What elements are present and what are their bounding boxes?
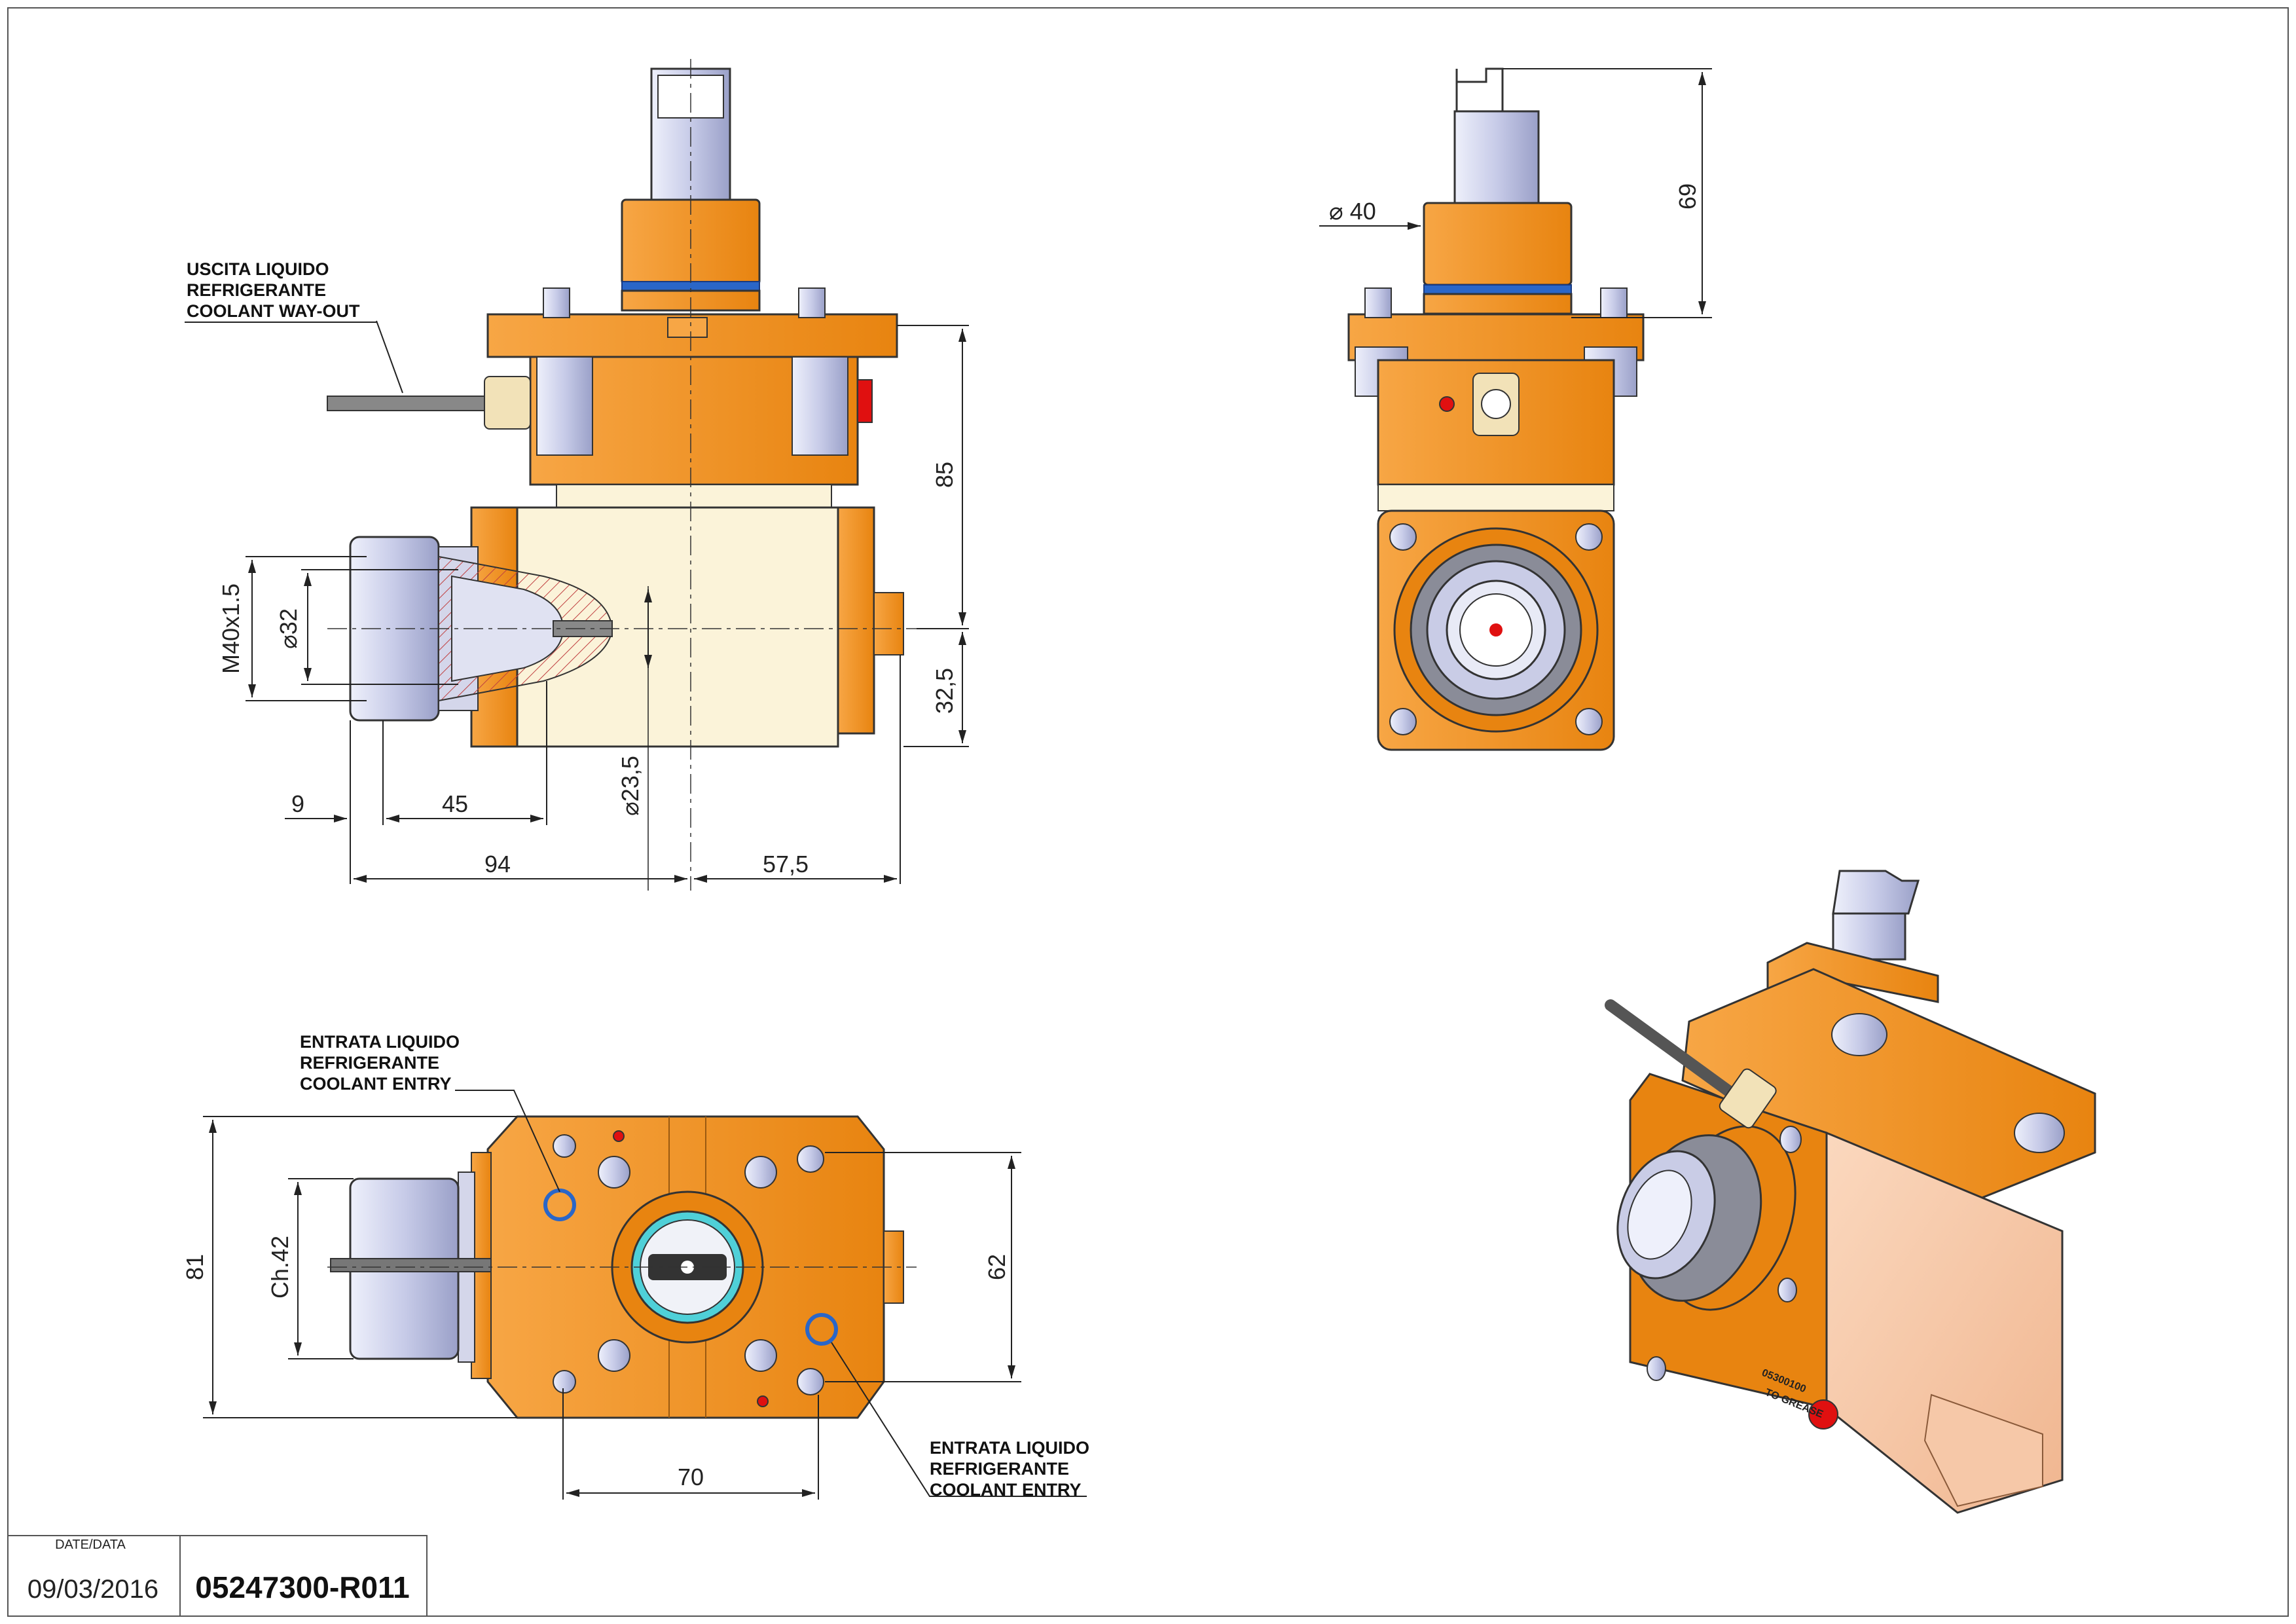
dim-ch42: Ch.42 [266, 1236, 293, 1299]
svg-text:COOLANT ENTRY: COOLANT ENTRY [300, 1074, 452, 1094]
sheet-border [7, 7, 2289, 1617]
svg-text:ENTRATA LIQUIDO: ENTRATA LIQUIDO [930, 1438, 1089, 1458]
dim-81: 81 [181, 1254, 208, 1280]
svg-text:ENTRATA LIQUIDO: ENTRATA LIQUIDO [300, 1032, 460, 1052]
label-coolant-entry-bottom: ENTRATA LIQUIDO REFRIGERANTE COOLANT ENT… [930, 1438, 1089, 1500]
dim-94: 94 [484, 851, 511, 877]
dim-70: 70 [678, 1464, 704, 1490]
dim-9: 9 [291, 790, 304, 817]
front-view [327, 59, 949, 891]
drawing-code: 05247300-R011 [195, 1570, 409, 1604]
svg-text:REFRIGERANTE: REFRIGERANTE [187, 280, 326, 300]
dim-32-5: 32,5 [931, 668, 958, 714]
side-dimensions [1319, 68, 1712, 318]
svg-text:REFRIGERANTE: REFRIGERANTE [300, 1053, 439, 1073]
svg-text:COOLANT ENTRY: COOLANT ENTRY [930, 1480, 1082, 1500]
front-dimensions [185, 320, 969, 891]
side-view [1347, 67, 1645, 751]
dim-d23-5: ⌀23,5 [617, 756, 644, 816]
dim-d40: ⌀ 40 [1329, 198, 1376, 225]
label-coolant-entry-top: ENTRATA LIQUIDO REFRIGERANTE COOLANT ENT… [300, 1032, 460, 1094]
dim-57-5: 57,5 [763, 851, 809, 877]
date-value: 09/03/2016 [27, 1575, 158, 1604]
dim-69: 69 [1674, 183, 1701, 210]
dim-45: 45 [442, 790, 468, 817]
svg-text:COOLANT WAY-OUT: COOLANT WAY-OUT [187, 301, 360, 321]
isometric-view: 05300100 TO GREASE [1605, 870, 2096, 1514]
svg-text:USCITA LIQUIDO: USCITA LIQUIDO [187, 259, 329, 279]
date-header: DATE/DATA [55, 1538, 126, 1552]
dim-thread: M40x1.5 [217, 583, 244, 674]
top-view [327, 1115, 917, 1419]
label-coolant-way-out: USCITA LIQUIDO REFRIGERANTE COOLANT WAY-… [187, 259, 360, 321]
title-block: DATE/DATA 09/03/2016 05247300-R011 [7, 1535, 428, 1617]
dim-85: 85 [931, 462, 958, 488]
dim-62: 62 [983, 1254, 1010, 1280]
dim-d32: ⌀32 [275, 608, 302, 649]
top-dimensions [203, 1090, 1087, 1500]
svg-text:REFRIGERANTE: REFRIGERANTE [930, 1459, 1069, 1479]
